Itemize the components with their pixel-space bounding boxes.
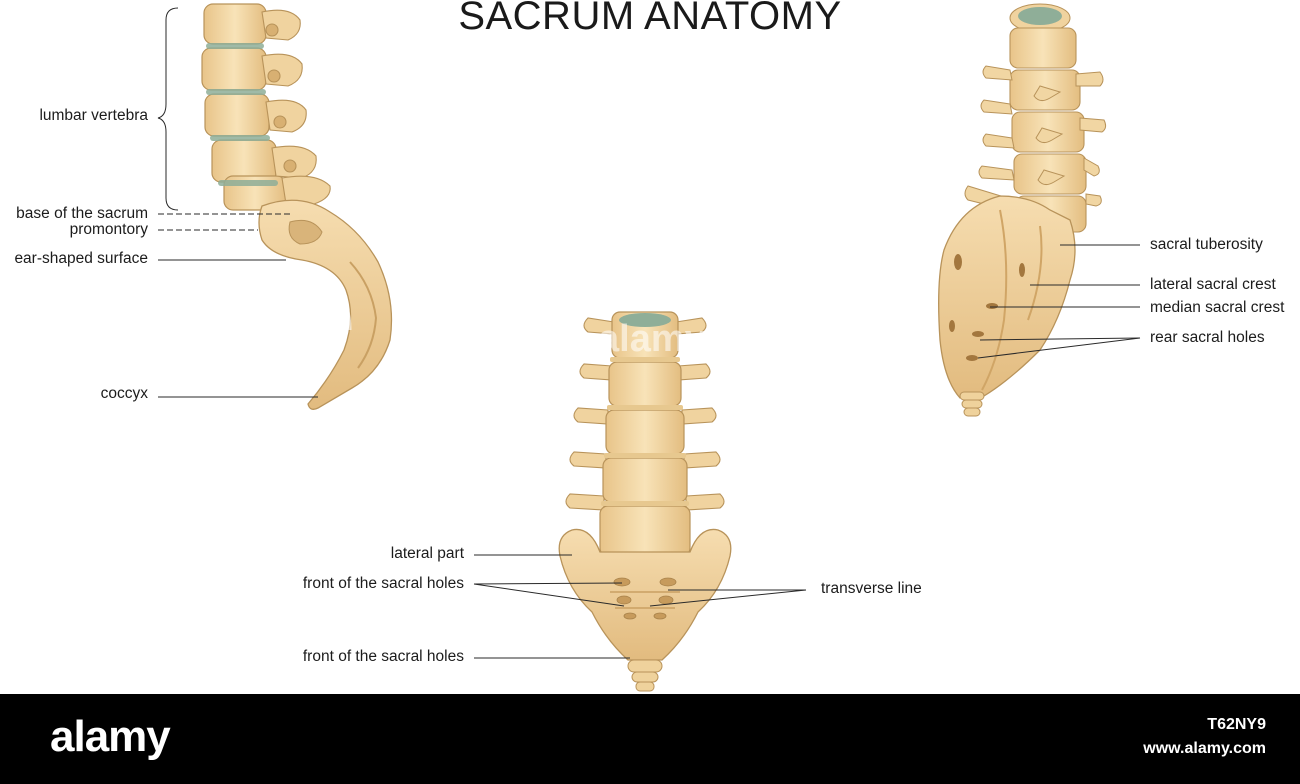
label-coccyx: coccyx	[100, 385, 148, 402]
site-url[interactable]: www.alamy.com	[1143, 740, 1266, 757]
label-lateral-part: lateral part	[390, 545, 464, 562]
label-base-of-sacrum: base of the sacrum	[16, 205, 148, 222]
leader-lines	[157, 7, 1141, 659]
anterior-view-spine	[558, 311, 732, 692]
label-ear-shaped-surface: ear-shaped surface	[14, 250, 148, 267]
lateral-view-spine	[201, 3, 393, 410]
watermark-text: alamy	[598, 318, 706, 360]
label-transverse-line: transverse line	[821, 580, 922, 597]
diagram-canvas: alamy SACRUM ANATOMY lumbar vertebra bas…	[14, 0, 1285, 692]
page-title: SACRUM ANATOMY	[458, 0, 842, 38]
label-median-sacral-crest: median sacral crest	[1150, 299, 1285, 316]
posterior-view-spine	[938, 3, 1107, 417]
image-code: T62NY9	[1207, 716, 1266, 733]
label-rear-sacral-holes: rear sacral holes	[1150, 329, 1265, 346]
stock-footer-bar: alamy T62NY9 www.alamy.com	[0, 694, 1300, 784]
anatomy-illustration	[157, 3, 1141, 692]
label-promontory: promontory	[69, 221, 148, 238]
label-sacral-tuberosity: sacral tuberosity	[1150, 236, 1263, 253]
label-lateral-sacral-crest: lateral sacral crest	[1150, 276, 1276, 293]
label-front-sacral-holes-upper: front of the sacral holes	[302, 575, 464, 592]
brand-logo: alamy	[50, 712, 171, 761]
label-front-sacral-holes-lower: front of the sacral holes	[302, 648, 464, 665]
label-lumbar-vertebra: lumbar vertebra	[39, 107, 148, 124]
